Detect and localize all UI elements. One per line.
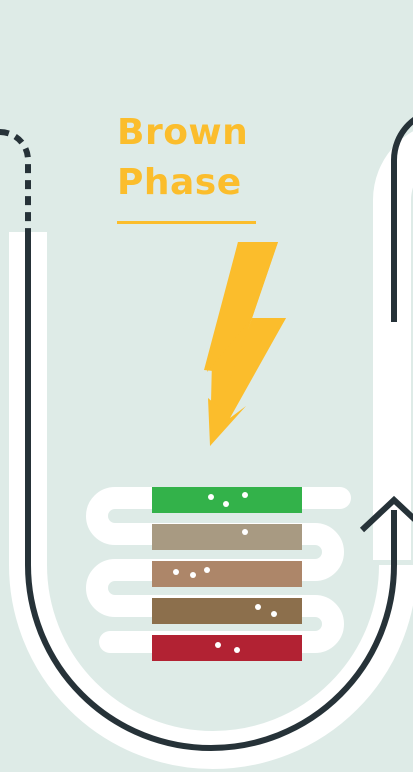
dashed-arc xyxy=(0,132,28,232)
particle-dot xyxy=(215,642,221,648)
particle-dot xyxy=(271,611,277,617)
layer-brown xyxy=(152,598,302,624)
particle-dot xyxy=(204,567,210,573)
particle-dot xyxy=(190,572,196,578)
particle-dot xyxy=(255,604,261,610)
particle-dot xyxy=(242,529,248,535)
particle-dot xyxy=(223,501,229,507)
layer-red xyxy=(152,635,302,661)
layer-tan xyxy=(152,524,302,550)
particle-dot xyxy=(234,647,240,653)
particle-dot xyxy=(242,492,248,498)
layer-green xyxy=(152,487,302,513)
particle-dot xyxy=(173,569,179,575)
particle-dot xyxy=(208,494,214,500)
